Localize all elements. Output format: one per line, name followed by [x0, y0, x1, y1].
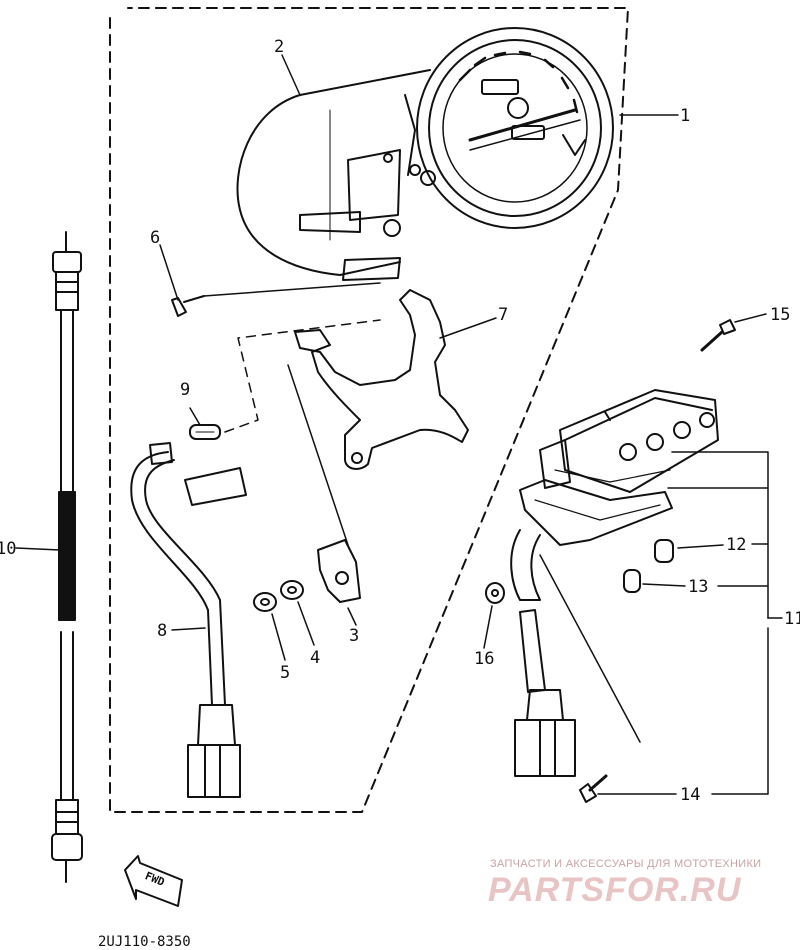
part-label-4: 4 [310, 648, 320, 668]
part-label-2: 2 [274, 37, 284, 57]
part-label-5: 5 [280, 663, 290, 683]
bulb-9 [189, 424, 221, 440]
fwd-arrow-icon [124, 855, 183, 907]
part-label-12: 12 [726, 535, 746, 555]
indicator-light-unit [519, 389, 719, 546]
grommet-16 [485, 582, 505, 604]
part-label-13: 13 [688, 577, 708, 597]
watermark-caption: ЗАПЧАСТИ И АКСЕССУАРЫ ДЛЯ МОТОТЕХНИКИ [490, 858, 761, 870]
part-label-11: 11 [784, 609, 800, 629]
part-label-8: 8 [157, 621, 167, 641]
part-label-14: 14 [680, 785, 700, 805]
part-label-3: 3 [349, 626, 359, 646]
part-label-9: 9 [180, 380, 190, 400]
watermark-logo: PARTSFOR.RU [488, 871, 742, 909]
part-label-1: 1 [680, 106, 690, 126]
washer-4 [280, 580, 304, 600]
part-label-15: 15 [770, 305, 790, 325]
screw-15 [700, 319, 736, 352]
screw-14 [579, 774, 608, 803]
part-label-16: 16 [474, 649, 494, 669]
meter-body [236, 69, 431, 281]
bulb-13 [623, 569, 641, 593]
assembly-boundary [109, 7, 629, 813]
drawing-code: 2UJ110-8350 [98, 934, 191, 950]
part-label-6: 6 [150, 228, 160, 248]
indicator-harness [510, 529, 576, 777]
speedometer-cable [51, 231, 83, 883]
speedometer-face [409, 27, 614, 229]
meter-lamp-harness [130, 442, 247, 798]
washer-5 [253, 592, 277, 612]
bulb-12 [654, 539, 674, 563]
meter-bracket [294, 289, 469, 470]
screw-6 [171, 282, 381, 317]
part-label-7: 7 [498, 305, 508, 325]
grommet-3 [317, 539, 361, 603]
part-label-10: 10 [0, 539, 16, 559]
